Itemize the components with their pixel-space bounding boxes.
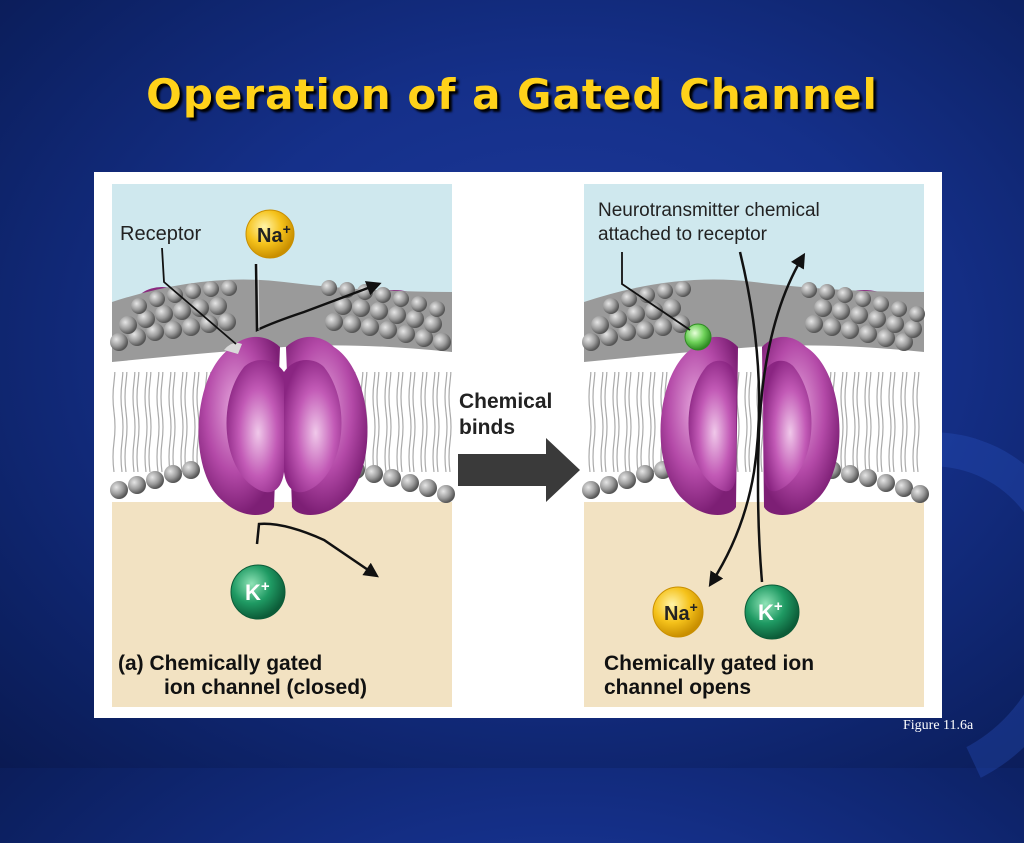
caption-closed-line1: (a) Chemically gated (118, 652, 323, 675)
figure-frame: Receptor Na+ K+ Chemical binds (94, 172, 942, 718)
potassium-blocked-arrow (255, 522, 379, 578)
svg-text:K+: K+ (245, 578, 270, 605)
svg-text:Na+: Na+ (257, 221, 291, 247)
sodium-blocked-arrow (254, 263, 382, 332)
neurotransmitter-label-line1: Neurotransmitter chemical (598, 200, 820, 221)
inner-head-layer (110, 461, 455, 503)
receptor-label: Receptor (120, 223, 201, 245)
neurotransmitter-label-line2: attached to receptor (598, 224, 768, 245)
caption-closed-line2: ion channel (closed) (164, 676, 368, 699)
phospholipid-tails (584, 372, 924, 472)
transition-label-line1: Chemical (459, 390, 552, 413)
panel-open: Neurotransmitter chemical attached to re… (582, 184, 929, 707)
gated-channel-diagram: Receptor Na+ K+ Chemical binds (110, 184, 929, 707)
caption-open: Chemically gated ion channel opens (604, 652, 814, 700)
potassium-ion-bottom: K+ (230, 564, 286, 620)
figure-reference: Figure 11.6a (903, 718, 974, 733)
ion-channel-open (660, 336, 840, 516)
receptor-pointer (161, 247, 237, 345)
sodium-ion-top: Na+ (245, 209, 295, 259)
transition-label-line2: binds (459, 416, 515, 439)
receptor-site (224, 342, 242, 354)
transition-arrow (458, 438, 580, 502)
potassium-efflux-arrow (756, 252, 806, 583)
caption-open-line1: Chemically gated ion (604, 652, 815, 675)
neurotransmitter-molecule (684, 323, 712, 351)
sodium-ion-inside: Na+ (652, 586, 704, 638)
svg-text:K+: K+ (758, 598, 783, 625)
transition: Chemical binds (458, 390, 580, 502)
caption-open-line2: channel opens (604, 676, 752, 699)
potassium-ion-inside: K+ (744, 584, 800, 640)
slide-title: Operation of a Gated Channel (146, 70, 878, 119)
svg-text:Na+: Na+ (664, 599, 698, 625)
panel-closed: Receptor Na+ K+ (110, 184, 455, 707)
neurotransmitter-pointer (621, 252, 691, 331)
caption-closed: (a) Chemically gated ion channel (closed… (118, 652, 367, 700)
sodium-influx-arrow (708, 251, 761, 588)
ion-channel-closed (198, 336, 368, 516)
